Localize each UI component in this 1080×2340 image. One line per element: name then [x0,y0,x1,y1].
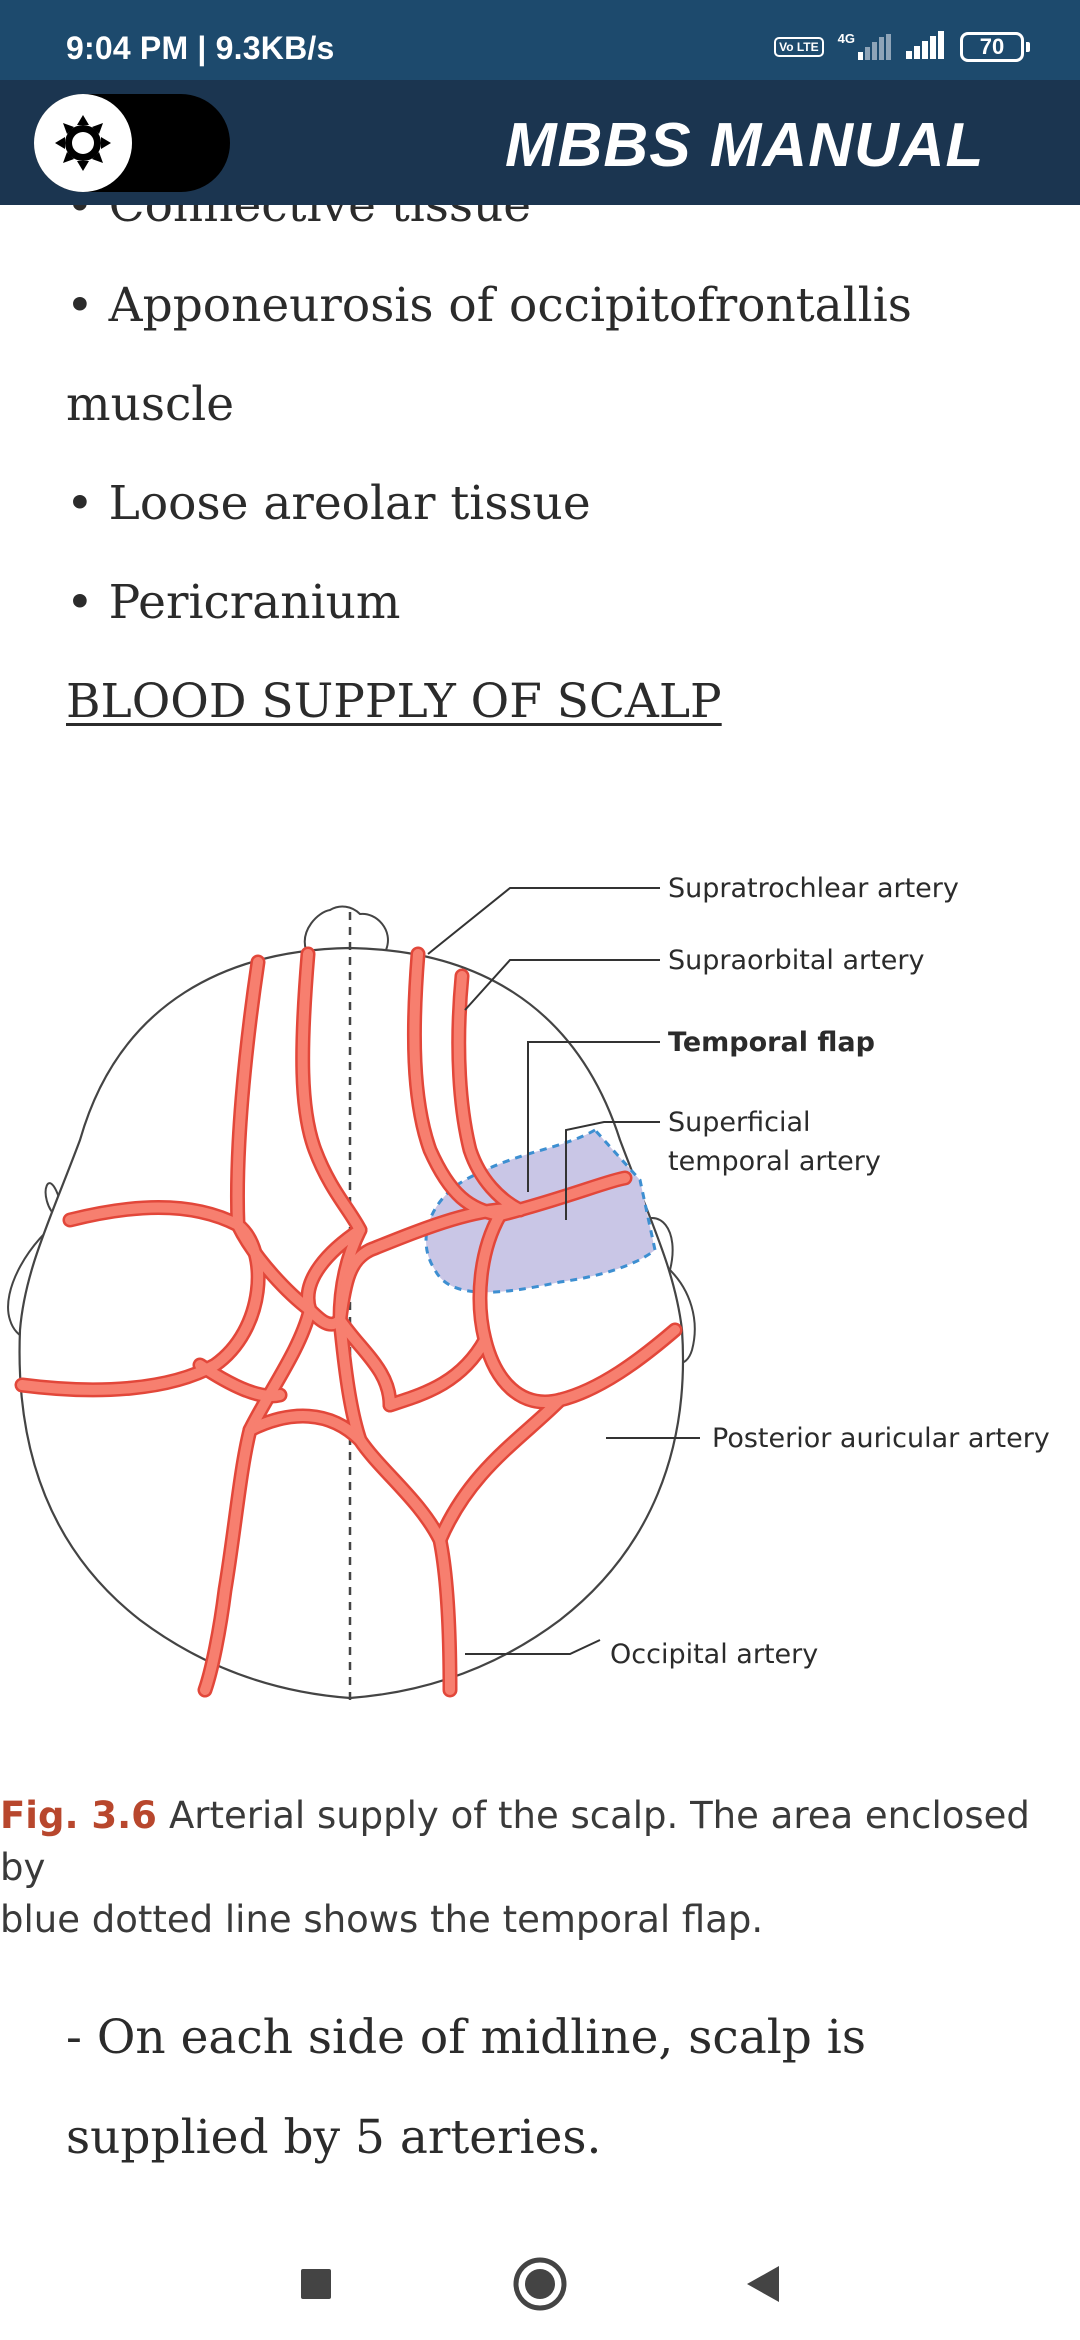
toggle-knob[interactable] [34,94,132,192]
label-occipital: Occipital artery [610,1639,818,1670]
triangle-icon [747,2266,779,2302]
arteries [14,946,683,1698]
battery-icon: 70 [960,32,1030,62]
volte-icon: Vo LTE [774,37,824,57]
status-time-speed: 9:04 PM | 9.3KB/s [66,30,335,66]
brightness-gear-icon [55,115,111,171]
bullet-loose-areolar: • Loose areolar tissue [66,476,591,531]
scalp-diagram: Supratrochlear artery Supraorbital arter… [7,873,1050,1700]
bullet-aponeurosis-cont: muscle [66,377,235,432]
leader-lines [427,887,700,1655]
scalp-arterial-figure: Supratrochlear artery Supraorbital arter… [0,850,1080,1750]
label-temporal-flap: Temporal flap [668,1027,875,1058]
section-heading: BLOOD SUPPLY OF SCALP [66,674,722,729]
recents-button[interactable] [284,2252,348,2316]
theme-toggle[interactable] [34,94,230,192]
label-posterior-auricular: Posterior auricular artery [712,1423,1050,1454]
status-icons: Vo LTE 4G 70 [774,30,1030,64]
nose-outline [303,905,389,951]
label-superficial-2: temporal artery [668,1146,881,1177]
network-4g-icon: 4G [838,31,892,60]
paragraph-line-1: - On each side of midline, scalp is [66,2010,866,2065]
label-supratrochlear: Supratrochlear artery [668,873,959,904]
paragraph-line-2: supplied by 5 arteries. [66,2110,602,2165]
home-button[interactable] [508,2252,572,2316]
signal-icon [906,30,946,64]
app-bar: MBBS MANUAL [0,80,1080,205]
app-title: MBBS MANUAL [505,111,985,180]
circle-icon [513,2257,567,2311]
caption-text-1: Arterial supply of the scalp. The area e… [0,1794,1030,1889]
back-button[interactable] [730,2252,794,2316]
label-superficial-1: Superficial [668,1107,811,1138]
caption-text-2: blue dotted line shows the temporal flap… [0,1898,764,1941]
bullet-pericranium: • Pericranium [66,575,401,630]
square-icon [301,2269,331,2299]
bullet-aponeurosis: • Apponeurosis of occipitofrontallis [66,278,912,333]
label-supraorbital: Supraorbital artery [668,945,924,976]
caption-number: Fig. 3.6 [0,1794,157,1837]
status-bar: 9:04 PM | 9.3KB/s Vo LTE 4G 70 [0,0,1080,80]
navigation-bar [0,2230,1080,2340]
